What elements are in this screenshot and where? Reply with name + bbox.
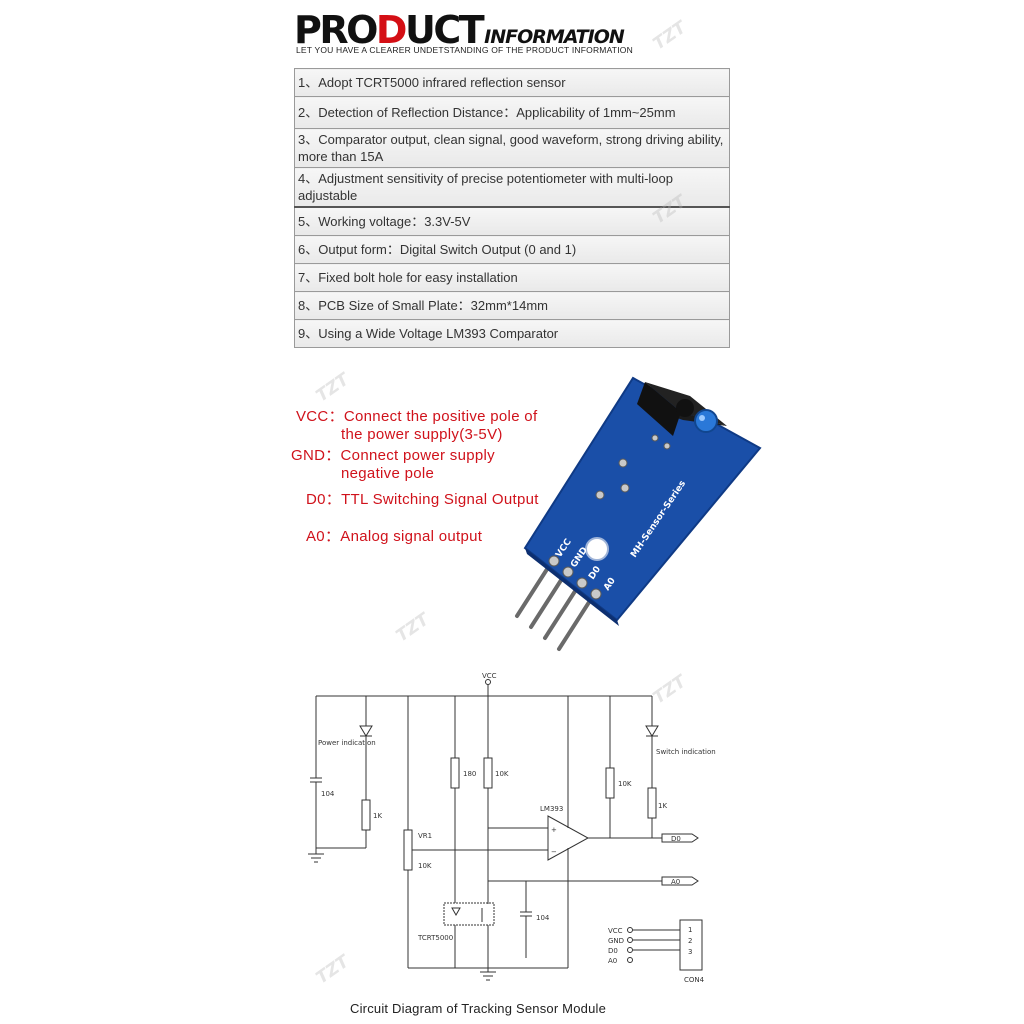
conn-label-gnd: GND [608, 937, 624, 945]
mounting-hole [585, 537, 609, 561]
title-information: INFORMATION [484, 26, 625, 48]
tcrt5000-sensor [637, 382, 727, 436]
label-vr1: VR1 [418, 832, 432, 840]
pads [548, 434, 671, 600]
label-vcc: VCC [482, 672, 497, 680]
pin-desc-gnd: GND：Connect power supply negative pole [291, 447, 495, 482]
label-1k-a: 1K [373, 812, 382, 820]
conn-label-vcc: VCC [608, 927, 623, 935]
spec-row: 8、PCB Size of Small Plate：32mm*14mm [294, 291, 730, 320]
label-a0-out: A0 [671, 878, 680, 886]
label-10k-a: 10K [495, 770, 509, 778]
circuit-diagram: VCC Power indication Switch indication 1… [308, 672, 716, 984]
label-180: 180 [463, 770, 476, 778]
label-tcrt5000: TCRT5000 [417, 934, 453, 942]
pin-desc-a0: A0：Analog signal output [306, 528, 483, 545]
label-con4: CON4 [684, 976, 705, 984]
spec-row: 7、Fixed bolt hole for easy installation [294, 263, 730, 292]
label-10k-b: 10K [618, 780, 632, 788]
title-product: PRODUCT [294, 8, 485, 52]
circuit-caption: Circuit Diagram of Tracking Sensor Modul… [350, 1001, 607, 1016]
label-minus: − [551, 848, 557, 856]
label-lm393: LM393 [540, 805, 563, 813]
watermark-logo: TZT [312, 369, 354, 407]
conn-num-1: 1 [688, 926, 692, 934]
watermark-logo: TZT [392, 609, 434, 647]
label-c104-a: 104 [321, 790, 335, 798]
pin-desc-d0: D0：TTL Switching Signal Output [306, 491, 539, 508]
spec-row: 9、Using a Wide Voltage LM393 Comparator [294, 319, 730, 348]
label-power-indication: Power indication [318, 739, 376, 747]
conn-label-d0: D0 [608, 947, 618, 955]
header-pins [515, 561, 595, 651]
conn-num-3: 3 [688, 948, 692, 956]
spec-row: 6、Output form：Digital Switch Output (0 a… [294, 235, 730, 264]
label-vr-value: 10K [418, 862, 432, 870]
spec-row: 4、Adjustment sensitivity of precise pote… [294, 167, 730, 208]
spec-row: 3、Comparator output, clean signal, good … [294, 128, 730, 168]
tagline: LET YOU HAVE A CLEARER UNDETSTANDING OF … [296, 45, 633, 55]
spec-row: 1、Adopt TCRT5000 infrared reflection sen… [294, 68, 730, 97]
title-red-letter: D [375, 8, 408, 52]
pin-desc-vcc: VCC：Connect the positive pole of the pow… [296, 408, 538, 443]
label-switch-indication: Switch indication [656, 748, 716, 756]
sensor-board-image: MH-Sensor-Series VCC GND D0 A0 [515, 376, 762, 651]
spec-table: 1、Adopt TCRT5000 infrared reflection sen… [294, 68, 730, 348]
label-d0-out: D0 [671, 835, 681, 843]
spec-row: 5、Working voltage：3.3V-5V [294, 206, 730, 236]
label-1k-b: 1K [658, 802, 667, 810]
conn-num-2: 2 [688, 937, 692, 945]
spec-row: 2、Detection of Reflection Distance：Appli… [294, 96, 730, 129]
label-c104-b: 104 [536, 914, 550, 922]
label-plus: + [551, 826, 557, 834]
conn-label-a0: A0 [608, 957, 617, 965]
